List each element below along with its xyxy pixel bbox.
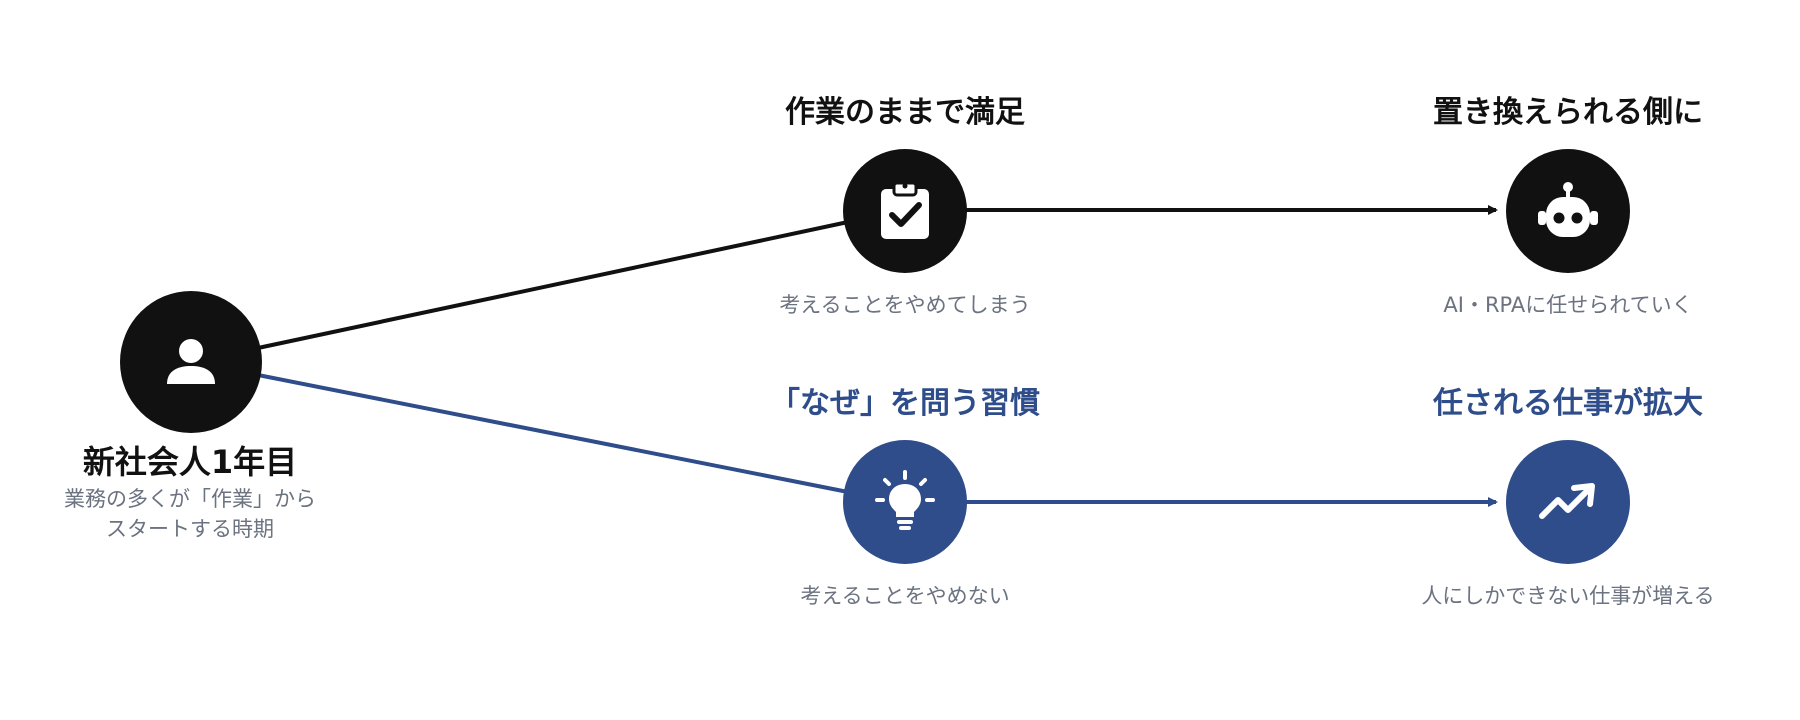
- clipboard-check-icon: [881, 181, 929, 239]
- start-node: [120, 291, 262, 433]
- lower-step2-title: 任される仕事が拡大: [1433, 386, 1703, 421]
- robot-icon: [1538, 182, 1598, 237]
- start-description-line-1: 業務の多くが「作業」から: [64, 487, 316, 511]
- upper-branch-line: [257, 220, 849, 350]
- lower-step1-subtitle: 考えることをやめない: [800, 584, 1010, 608]
- lower-step2-node: [1506, 440, 1630, 564]
- upper-step2-title: 置き換えられる側に: [1433, 95, 1703, 130]
- start-description: 業務の多くが「作業」から スタートする時期: [40, 484, 340, 544]
- person-icon: [167, 339, 215, 384]
- lower-branch-line: [257, 373, 849, 494]
- upper-step1-title: 作業のままで満足: [785, 95, 1025, 130]
- start-title: 新社会人1年目: [82, 443, 298, 481]
- start-description-line-2: スタートする時期: [106, 517, 274, 541]
- upper-step2-subtitle: AI・RPAに任せられていく: [1443, 293, 1693, 317]
- trending-up-icon: [1539, 483, 1595, 519]
- lower-step2-subtitle: 人にしかできない仕事が増える: [1421, 584, 1715, 608]
- lower-step1-node: [843, 440, 967, 564]
- upper-step2-node: [1506, 149, 1630, 273]
- upper-step1-node: [843, 149, 967, 273]
- upper-step1-subtitle: 考えることをやめてしまう: [779, 293, 1031, 317]
- lightbulb-icon: [875, 470, 935, 530]
- lower-step1-title: 「なぜ」を問う習慣: [770, 386, 1040, 421]
